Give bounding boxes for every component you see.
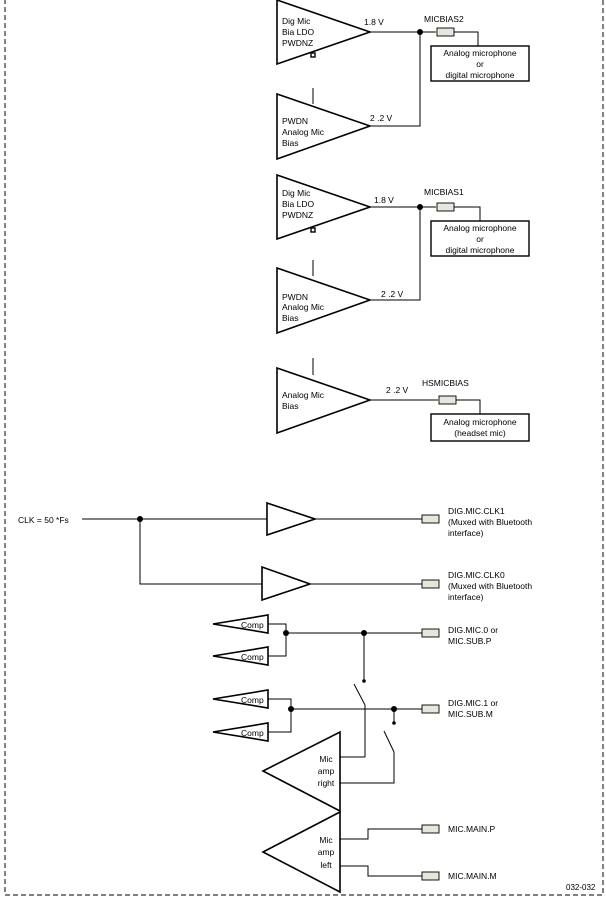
micbias2-block: Dig Mic Bia LDO PWDNZ 1.8 V MICBIAS2 Ana… bbox=[276, 0, 530, 161]
micbias2-ldo-label-3: PWDNZ bbox=[282, 38, 313, 48]
comparator-block: Comp Comp DIG.MIC.0 or MIC.SUB.P Comp Co… bbox=[212, 614, 498, 784]
micbias2-bias-voltage: 2 .2 V bbox=[370, 113, 393, 123]
clock0-pin-label-3: interface) bbox=[448, 592, 484, 602]
micbias1-pwdnz-bubble bbox=[310, 227, 316, 233]
dig-mic0-label-1: DIG.MIC.0 or bbox=[448, 625, 498, 635]
comp-1a-label: Comp bbox=[241, 695, 264, 705]
dig-mic1-pin bbox=[421, 704, 440, 714]
hsmicbias-pin-label: HSMICBIAS bbox=[422, 378, 469, 388]
hsmicbias-voltage: 2 .2 V bbox=[386, 385, 409, 395]
micbias2-pin-label: MICBIAS2 bbox=[424, 14, 464, 24]
micbias2-load-2: or bbox=[476, 59, 484, 69]
clock0-pin-label-1: DIG.MIC.CLK0 bbox=[448, 570, 505, 580]
micbias2-pin bbox=[436, 27, 455, 37]
micbias2-ldo-label-2: Bia LDO bbox=[282, 27, 315, 37]
comp-1b-label: Comp bbox=[241, 728, 264, 738]
micbias2-analog-bias-amp bbox=[276, 92, 373, 161]
mic-amp-left-label-3: left bbox=[320, 860, 332, 870]
mic-amp-right-label-3: right bbox=[318, 778, 335, 788]
dig-mic1-label-1: DIG.MIC.1 or bbox=[448, 698, 498, 708]
hsmicbias-load-1: Analog microphone bbox=[443, 417, 517, 427]
clock0-pin-label-2: (Muxed with Bluetooth bbox=[448, 581, 532, 591]
micbias1-analog-bias-amp bbox=[276, 266, 373, 335]
mic-main-m-label: MIC.MAIN.M bbox=[448, 871, 497, 881]
mic-main-m-pin bbox=[421, 871, 440, 881]
micbias2-bias-label-3: Bias bbox=[282, 138, 299, 148]
mic-amp-right-label-1: Mic bbox=[319, 754, 333, 764]
hsmicbias-block: Analog Mic Bias 2 .2 V HSMICBIAS Analog … bbox=[276, 358, 530, 442]
micbias1-pin bbox=[436, 202, 455, 212]
comp-0b-label: Comp bbox=[241, 652, 264, 662]
micbias1-bias-label-1: PWDN bbox=[282, 292, 308, 302]
hsmicbias-label-1: Analog Mic bbox=[282, 390, 325, 400]
micbias1-bias-voltage: 2 .2 V bbox=[381, 289, 404, 299]
micbias2-bias-label-1: PWDN bbox=[282, 116, 308, 126]
mic-amp-left-block: Mic amp left MIC.MAIN.P MIC.MAIN.M bbox=[261, 810, 497, 894]
micbias1-ldo-voltage: 1.8 V bbox=[374, 195, 394, 205]
dig-mic0-label-2: MIC.SUB.P bbox=[448, 636, 492, 646]
micbias2-load-3: digital microphone bbox=[446, 70, 515, 80]
clock0-pin bbox=[421, 579, 440, 589]
mic-amp-right bbox=[261, 730, 341, 813]
micbias1-load-1: Analog microphone bbox=[443, 223, 517, 233]
micbias2-ldo-voltage: 1.8 V bbox=[364, 17, 384, 27]
micbias1-load-3: digital microphone bbox=[446, 245, 515, 255]
micbias1-block: Dig Mic Bia LDO PWDNZ 1.8 V MICBIAS1 Ana… bbox=[276, 173, 530, 335]
micbias2-load-1: Analog microphone bbox=[443, 48, 517, 58]
figure-id: 032-032 bbox=[566, 883, 596, 892]
hsmicbias-load-box bbox=[430, 413, 530, 442]
clock1-pin-label-2: (Muxed with Bluetooth bbox=[448, 517, 532, 527]
mic-amp-left-label-1: Mic bbox=[319, 835, 333, 845]
dig-mic0-pin bbox=[421, 628, 440, 638]
switch-m-contact bbox=[392, 721, 396, 725]
micbias2-pwdnz-bubble bbox=[310, 52, 316, 58]
micbias1-ldo-amp bbox=[276, 173, 373, 241]
clock1-pin-label-3: interface) bbox=[448, 528, 484, 538]
switch-m bbox=[383, 730, 395, 753]
clock1-buffer bbox=[266, 501, 318, 537]
micbias1-ldo-label-3: PWDNZ bbox=[282, 210, 313, 220]
mic-amp-right-block: Mic amp right bbox=[261, 730, 365, 813]
hsmicbias-load-2: (headset mic) bbox=[454, 428, 506, 438]
clock-block: CLK = 50 *Fs DIG.MIC.CLK1 (Muxed with Bl… bbox=[18, 501, 532, 602]
micbias1-pin-label: MICBIAS1 bbox=[424, 187, 464, 197]
clock0-buffer bbox=[261, 565, 313, 602]
dig-mic1-label-2: MIC.SUB.M bbox=[448, 709, 493, 719]
clock1-pin-label-1: DIG.MIC.CLK1 bbox=[448, 506, 505, 516]
mic-main-p-label: MIC.MAIN.P bbox=[448, 824, 496, 834]
mic-amp-right-label-2: amp bbox=[318, 766, 335, 776]
hsmicbias-label-2: Bias bbox=[282, 401, 299, 411]
micbias2-load-box bbox=[430, 45, 530, 82]
clock1-pin bbox=[421, 514, 440, 524]
hsmicbias-amp bbox=[276, 366, 373, 435]
mic-main-p-pin bbox=[421, 824, 440, 834]
micbias1-bias-label-3: Bias bbox=[282, 313, 299, 323]
hsmicbias-pin bbox=[438, 395, 457, 405]
switch-p bbox=[353, 683, 366, 706]
switch-p-contact bbox=[362, 679, 366, 683]
comp-0a-label: Comp bbox=[241, 620, 264, 630]
micbias2-bias-label-2: Analog Mic bbox=[282, 127, 325, 137]
micbias1-load-2: or bbox=[476, 234, 484, 244]
micbias2-ldo-amp bbox=[276, 0, 373, 66]
mic-amp-left bbox=[261, 810, 341, 894]
micbias1-bias-label-2: Analog Mic bbox=[282, 302, 325, 312]
diagram-border bbox=[4, 0, 604, 896]
micbias1-ldo-label-1: Dig Mic bbox=[282, 188, 311, 198]
micbias1-load-box bbox=[430, 220, 530, 257]
mic-amp-left-label-2: amp bbox=[318, 847, 335, 857]
micbias1-ldo-label-2: Bia LDO bbox=[282, 199, 315, 209]
clock-input-label: CLK = 50 *Fs bbox=[18, 515, 69, 525]
micbias2-ldo-label-1: Dig Mic bbox=[282, 16, 311, 26]
